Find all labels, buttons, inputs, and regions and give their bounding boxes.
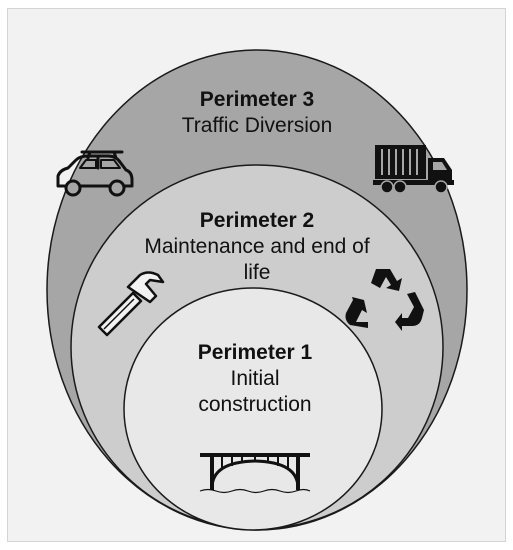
perimeter-3-label: Perimeter 3 Traffic Diversion [140,87,374,139]
perimeter-2-title: Perimeter 2 [199,209,315,232]
perimeter-1-ellipse [123,287,383,531]
perimeter-1-label: Perimeter 1 Initial construction [175,340,335,418]
perimeter-3-body: Traffic Diversion [181,114,333,137]
perimeter-1-body: Initial construction [198,367,312,416]
hammer-icon [97,271,165,337]
perimeter-1-title: Perimeter 1 [197,341,313,364]
car-icon [56,150,134,197]
truck-icon [373,145,454,194]
perimeter-2-label: Perimeter 2 Maintenance and end of life [140,208,374,286]
perimeter-2-body: Maintenance and end of life [144,235,370,284]
recycle-icon [345,269,424,331]
perimeter-3-title: Perimeter 3 [199,88,315,111]
bridge-icon [199,453,311,494]
